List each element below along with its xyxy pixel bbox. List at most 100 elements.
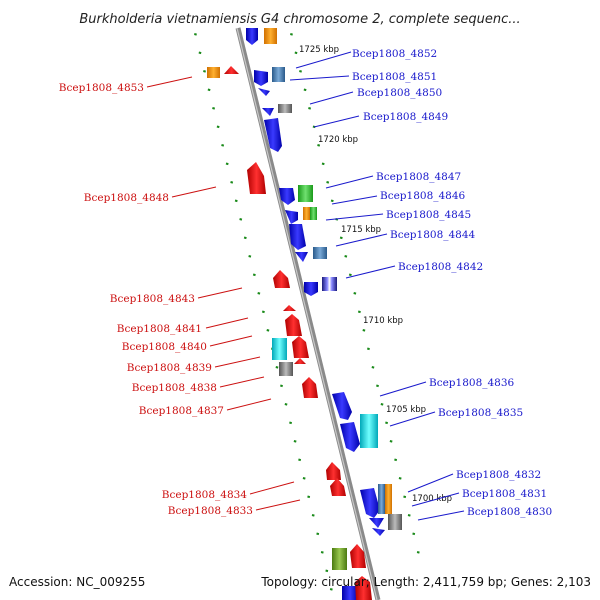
gene-arrow[interactable]: [258, 88, 270, 96]
ruler-dot: [330, 199, 334, 203]
gene-label-bcep1808-4847[interactable]: Bcep1808_4847: [376, 171, 461, 183]
ruler-dot: [299, 70, 302, 73]
gene-arrow[interactable]: [302, 377, 318, 398]
ruler-dot: [380, 403, 384, 406]
gene-block[interactable]: [388, 514, 402, 530]
gene-arrow[interactable]: [350, 544, 366, 568]
ruler-dot: [243, 236, 247, 240]
gene-label-bcep1808-4833[interactable]: Bcep1808_4833: [168, 505, 253, 517]
gene-arrow[interactable]: [224, 66, 239, 74]
ruler-dot: [225, 162, 229, 166]
gene-arrow[interactable]: [273, 270, 290, 288]
gene-block[interactable]: [310, 207, 317, 220]
gene-label-bcep1808-4837[interactable]: Bcep1808_4837: [139, 405, 224, 417]
gene-arrow[interactable]: [289, 224, 306, 250]
gene-arrow[interactable]: [330, 478, 346, 496]
ruler-dot: [194, 33, 197, 36]
gene-block[interactable]: [279, 362, 293, 376]
gene-arrow[interactable]: [360, 488, 380, 518]
gene-label-bcep1808-4849[interactable]: Bcep1808_4849: [363, 111, 448, 123]
gene-block[interactable]: [332, 548, 347, 570]
gene-label-bcep1808-4839[interactable]: Bcep1808_4839: [127, 362, 212, 374]
gene-arrow[interactable]: [292, 336, 309, 358]
gene-arrow[interactable]: [285, 210, 298, 224]
gene-block[interactable]: [360, 414, 378, 448]
kbp-label: 1725 kbp: [299, 45, 339, 55]
gene-arrow[interactable]: [369, 518, 384, 528]
gene-label-bcep1808-4835[interactable]: Bcep1808_4835: [438, 407, 523, 419]
gene-arrow[interactable]: [332, 392, 352, 420]
gene-label-bcep1808-4831[interactable]: Bcep1808_4831: [462, 488, 547, 500]
chromosome-backbone: [235, 27, 381, 600]
gene-block[interactable]: [313, 247, 327, 259]
ruler-dot: [280, 384, 283, 388]
kbp-ticks: 1725 kbp 1720 kbp 1715 kbp 1710 kbp 1705…: [299, 45, 452, 504]
gene-arrow[interactable]: [262, 108, 274, 116]
gene-block[interactable]: [342, 586, 358, 600]
gene-arrow[interactable]: [254, 70, 268, 86]
ruler-dot: [257, 292, 261, 295]
gene-arrow[interactable]: [264, 118, 282, 152]
ruler-dot: [303, 88, 307, 92]
gene-block[interactable]: [272, 338, 287, 360]
ruler-dot: [348, 273, 352, 277]
gene-label-bcep1808-4844[interactable]: Bcep1808_4844: [390, 229, 476, 241]
gene-block[interactable]: [264, 28, 277, 44]
gene-arrow[interactable]: [372, 528, 385, 536]
gene-arrow[interactable]: [295, 252, 308, 262]
gene-arrow[interactable]: [285, 314, 302, 336]
gene-block[interactable]: [385, 484, 392, 514]
ruler-dot: [385, 421, 388, 425]
gene-label-bcep1808-4832[interactable]: Bcep1808_4832: [456, 469, 541, 481]
gene-label-bcep1808-4836[interactable]: Bcep1808_4836: [429, 377, 515, 389]
gene-label-bcep1808-4850[interactable]: Bcep1808_4850: [357, 87, 442, 99]
gene-label-bcep1808-4838[interactable]: Bcep1808_4838: [132, 382, 217, 394]
gene-arrow[interactable]: [283, 305, 296, 311]
gene-label-bcep1808-4853[interactable]: Bcep1808_4853: [59, 82, 144, 94]
gene-label-bcep1808-4830[interactable]: Bcep1808_4830: [467, 506, 552, 518]
ruler-dot: [284, 403, 288, 406]
ruler-dot: [317, 144, 321, 147]
gene-block[interactable]: [298, 185, 313, 202]
gene-block[interactable]: [303, 207, 310, 220]
gene-arrow[interactable]: [247, 162, 266, 194]
ruler-dot: [294, 51, 298, 55]
kbp-label: 1720 kbp: [318, 135, 358, 145]
gene-label-bcep1808-4851[interactable]: Bcep1808_4851: [352, 71, 437, 83]
gene-arrow[interactable]: [355, 576, 372, 600]
gene-arrow[interactable]: [279, 188, 295, 205]
kbp-label: 1700 kbp: [412, 494, 452, 504]
gene-arrow[interactable]: [326, 462, 341, 480]
gene-block[interactable]: [322, 277, 337, 291]
gene-label-bcep1808-4852[interactable]: Bcep1808_4852: [352, 48, 437, 60]
gene-arrow[interactable]: [246, 28, 258, 45]
gene-label-bcep1808-4845[interactable]: Bcep1808_4845: [386, 209, 471, 221]
gene-label-bcep1808-4848[interactable]: Bcep1808_4848: [84, 192, 169, 204]
gene-block[interactable]: [272, 67, 285, 82]
ruler-dot: [320, 551, 324, 554]
accession-text: Accession: NC_009255: [9, 575, 145, 589]
gene-label-bcep1808-4841[interactable]: Bcep1808_4841: [117, 323, 202, 335]
gene-label-bcep1808-4843[interactable]: Bcep1808_4843: [110, 293, 195, 305]
ruler-dot: [298, 458, 302, 462]
ruler-dot: [290, 33, 293, 36]
gene-label-bcep1808-4840[interactable]: Bcep1808_4840: [122, 341, 207, 353]
gene-block[interactable]: [278, 104, 292, 113]
gene-arrow[interactable]: [294, 358, 306, 364]
ruler-dot: [376, 384, 379, 388]
ruler-dot: [326, 181, 330, 184]
gene-label-bcep1808-4846[interactable]: Bcep1808_4846: [380, 190, 466, 202]
gene-arrow[interactable]: [304, 282, 318, 296]
gene-label-bcep1808-4834[interactable]: Bcep1808_4834: [162, 489, 248, 501]
gene-arrow[interactable]: [340, 422, 360, 452]
ruler-dot: [230, 181, 234, 184]
gene-block[interactable]: [378, 484, 385, 514]
position-rulers: [194, 33, 420, 591]
kbp-label: 1715 kbp: [341, 225, 381, 235]
kbp-label: 1710 kbp: [363, 316, 403, 326]
gene-label-bcep1808-4842[interactable]: Bcep1808_4842: [398, 261, 483, 273]
gene-block[interactable]: [207, 67, 220, 78]
ruler-dot: [216, 125, 220, 129]
ruler-dot: [266, 329, 270, 332]
